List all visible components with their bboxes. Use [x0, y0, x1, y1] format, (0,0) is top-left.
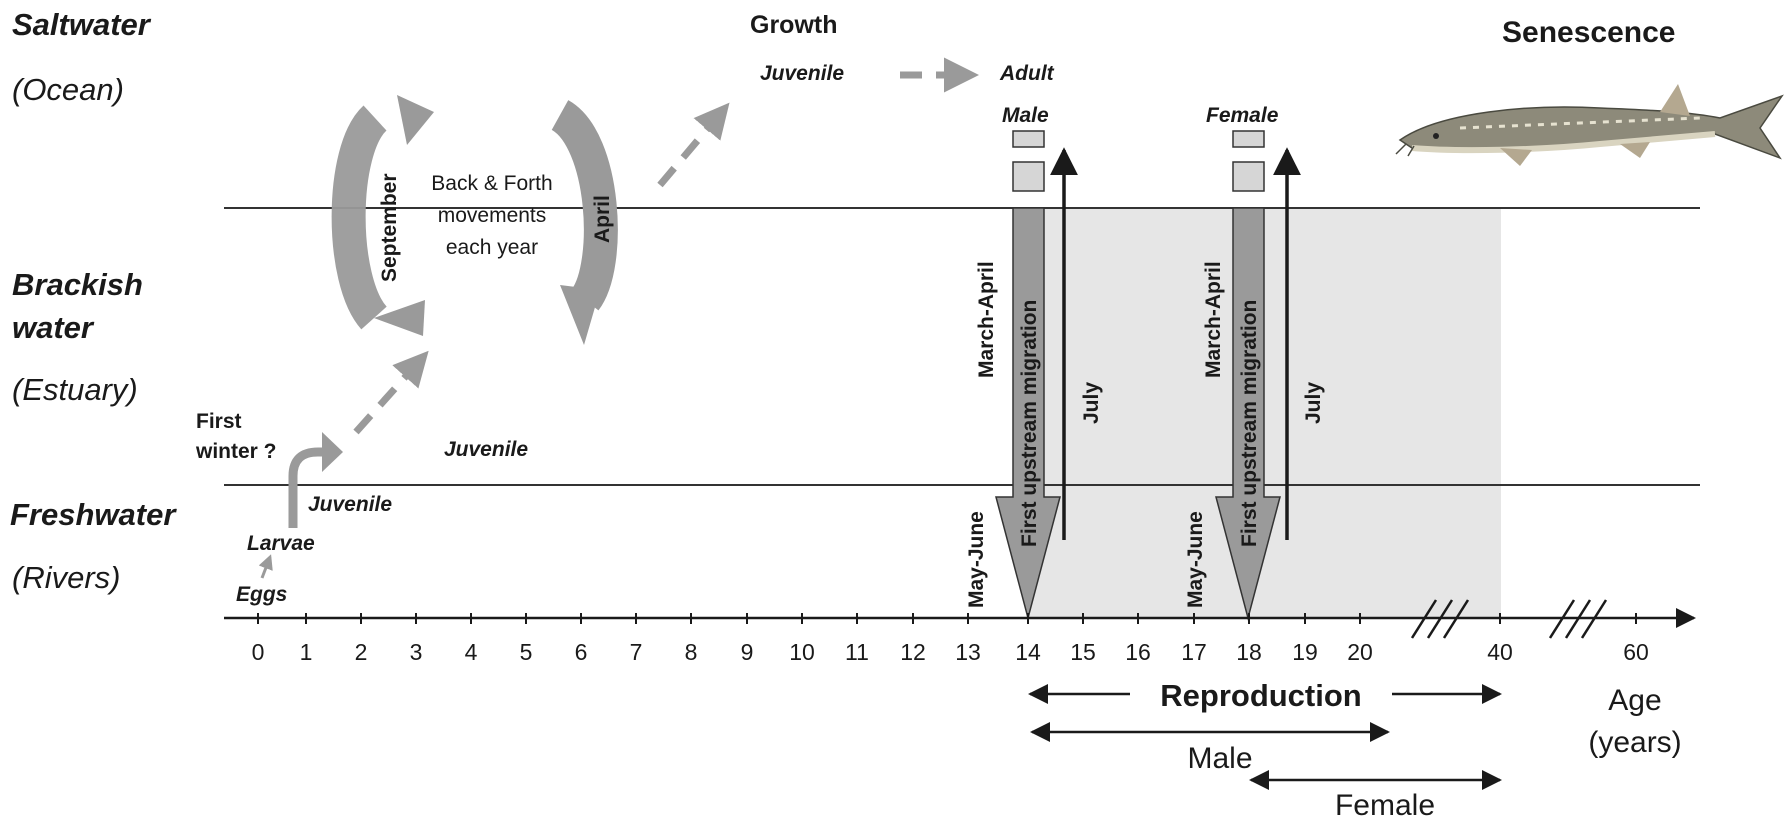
fish-ventral-fin: [1620, 142, 1650, 158]
fish-dorsal-fin: [1660, 84, 1690, 116]
axis-tick-label: 3: [410, 639, 423, 665]
cycle-right-arrow: [550, 100, 618, 311]
axis-tick-label: 8: [685, 639, 698, 665]
axis-tick-label: 13: [955, 639, 981, 665]
male-march-april-label: March-April: [975, 261, 998, 378]
female-small-box: [1232, 130, 1265, 148]
fish-scutes: [1459, 116, 1701, 130]
cycle-center-line1: Back & Forth: [431, 172, 552, 195]
axis-tick-label: 20: [1347, 639, 1373, 665]
male-label: Male: [1002, 104, 1049, 127]
female-range-label: Female: [1335, 789, 1435, 819]
female-migration-group: First upstream migration March-April May…: [1184, 130, 1325, 621]
axis-tick-label: 7: [630, 639, 643, 665]
age-axis-label-line1: Age: [1608, 684, 1661, 717]
axis-tick-label: 14: [1015, 639, 1041, 665]
first-winter-label-line2: winter ?: [195, 440, 277, 463]
zone-saltwater-title: Saltwater: [12, 7, 152, 42]
fish-barbels: [1395, 143, 1415, 157]
zone-saltwater-subtitle: (Ocean): [12, 72, 124, 107]
cycle-left-arrowhead: [397, 95, 434, 145]
cycle-left-tail: [374, 300, 425, 336]
male-small-box: [1012, 130, 1045, 148]
axis-tick-label: 40: [1487, 639, 1513, 665]
cycle-center-line2: movements: [438, 204, 547, 227]
axis-tick-label: 17: [1181, 639, 1207, 665]
fish-pectoral-fin: [1500, 148, 1532, 166]
zone-brackish-subtitle: (Estuary): [12, 372, 138, 407]
female-label: Female: [1206, 104, 1279, 127]
cycle-right-arrowhead: [560, 285, 600, 345]
axis-tick-label: 9: [741, 639, 754, 665]
female-box: [1232, 161, 1265, 192]
cycle-april-label: April: [591, 195, 614, 243]
female-may-june-label: May-June: [1184, 511, 1207, 608]
axis-tick-label: 10: [789, 639, 815, 665]
axis-tick-label: 1: [300, 639, 313, 665]
to-ocean-dashed-arrow: [657, 102, 730, 188]
brackish-juvenile-label: Juvenile: [444, 438, 528, 461]
axis-tick-label: 2: [355, 639, 368, 665]
fish-belly: [1411, 131, 1716, 154]
eggs-label: Eggs: [236, 583, 287, 606]
axis-tick-label: 6: [575, 639, 588, 665]
growth-label: Growth: [750, 11, 838, 39]
zone-brackish-title-line1: Brackish: [12, 267, 143, 302]
to-estuary-dashed-arrow: [353, 350, 429, 435]
senescence-label: Senescence: [1502, 16, 1675, 49]
axis-break-2: [1548, 599, 1608, 639]
male-migration-label: First upstream migration: [1018, 300, 1041, 547]
freshwater-juvenile-label: Juvenile: [308, 493, 392, 516]
larvae-label: Larvae: [247, 532, 315, 555]
axis-tick-label: 11: [845, 639, 869, 665]
ocean-juvenile-label: Juvenile: [760, 62, 844, 85]
cycle-september-label: September: [378, 173, 401, 282]
axis-tick-label: 12: [900, 639, 926, 665]
male-box: [1012, 161, 1045, 192]
axis-break-1: [1410, 599, 1470, 639]
zone-brackish-title-line2: water: [12, 310, 95, 345]
reproduction-label: Reproduction: [1160, 678, 1362, 713]
fish-eye: [1433, 133, 1439, 139]
cycle-center-line3: each year: [446, 236, 538, 259]
adult-label: Adult: [999, 62, 1055, 85]
cycle-left-arrow: [331, 105, 388, 330]
zone-freshwater-subtitle: (Rivers): [12, 560, 121, 595]
male-upstream-migration-arrow: [995, 207, 1061, 621]
female-july-label: July: [1302, 382, 1325, 424]
axis-tick-label: 19: [1292, 639, 1318, 665]
age-axis-label-line2: (years): [1588, 726, 1681, 759]
female-upstream-migration-arrow: [1215, 207, 1281, 621]
zone-freshwater-title: Freshwater: [10, 497, 177, 532]
male-may-june-label: May-June: [965, 511, 988, 608]
male-range-label: Male: [1187, 742, 1252, 775]
first-winter-label-line1: First: [196, 410, 242, 433]
axis-tick-label: 60: [1623, 639, 1649, 665]
eggs-to-larvae-arrow: [258, 554, 273, 579]
axis-tick-label: 18: [1236, 639, 1262, 665]
sturgeon-fish-illustration: [1395, 84, 1784, 166]
male-july-label: July: [1080, 382, 1103, 424]
axis-tick-label: 16: [1125, 639, 1151, 665]
male-migration-group: First upstream migration March-April May…: [965, 130, 1103, 621]
axis-tick-label: 5: [520, 639, 533, 665]
axis-tick-label: 0: [252, 639, 265, 665]
female-migration-label: First upstream migration: [1238, 300, 1261, 547]
female-march-april-label: March-April: [1202, 261, 1225, 378]
axis-tick-label: 4: [465, 639, 478, 665]
larvae-to-juvenile-arrow: [288, 447, 322, 528]
axis-tick-label: 15: [1070, 639, 1096, 665]
larvae-to-juvenile-arrowhead: [322, 432, 343, 472]
